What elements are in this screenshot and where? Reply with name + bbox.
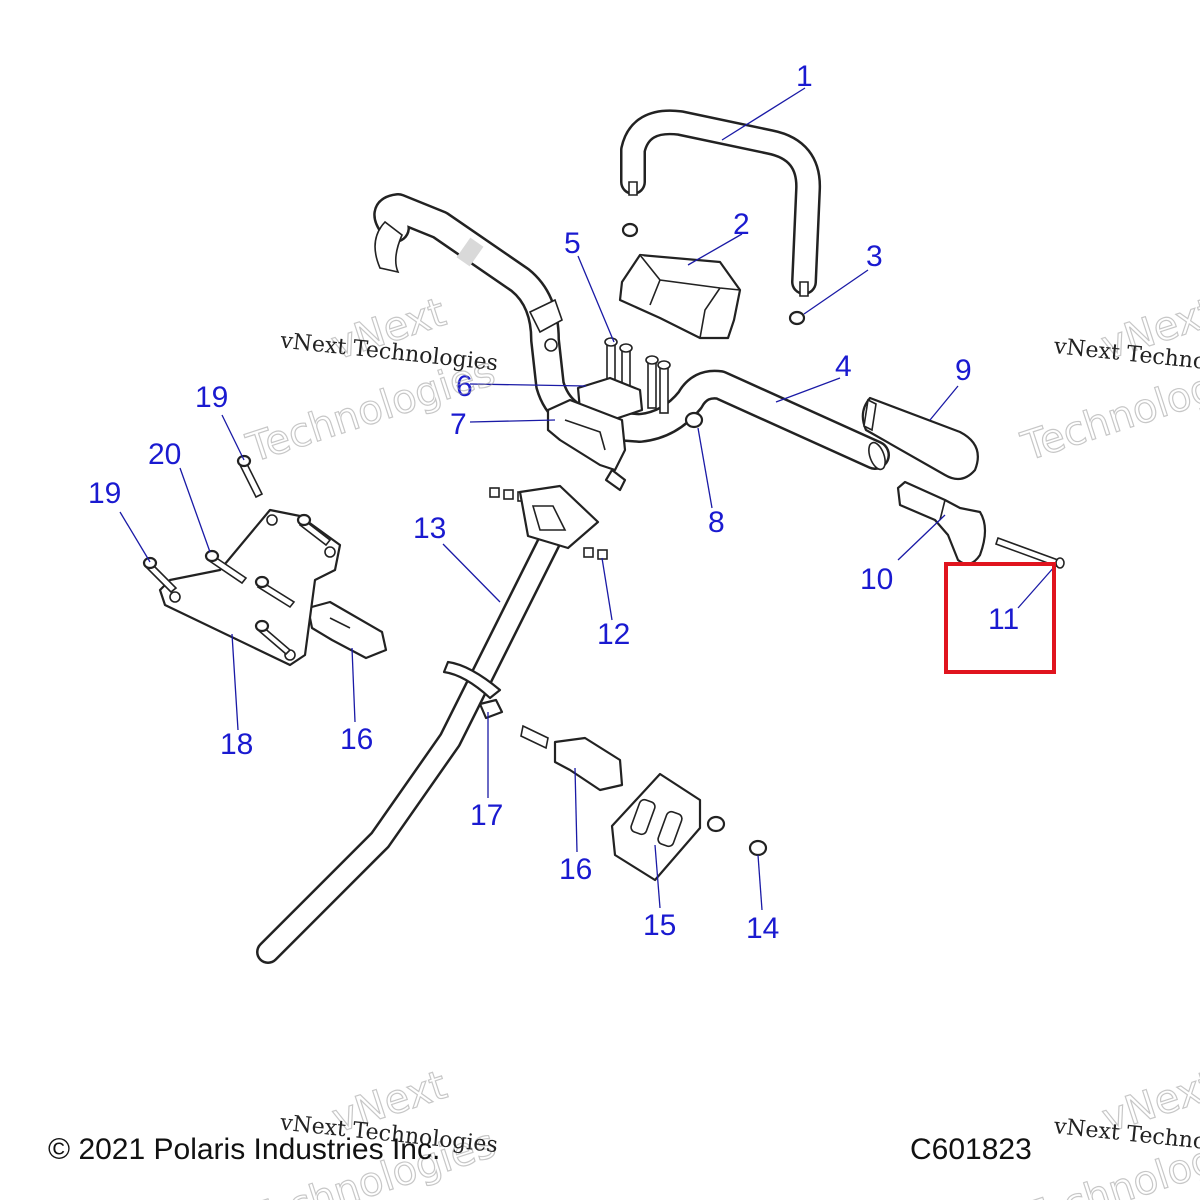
callout-1: 1 (796, 60, 813, 93)
callout-16-lower: 16 (559, 853, 592, 886)
callout-11: 11 (988, 603, 1019, 636)
watermark-bottom-right: vNext Technologies vNext Technologies (1016, 1062, 1200, 1200)
callout-19-upper: 19 (195, 381, 228, 414)
callout-20: 20 (148, 438, 181, 471)
callout-3: 3 (866, 240, 883, 273)
leader-lines (119, 87, 1056, 911)
callout-14: 14 (746, 912, 779, 945)
callout-17: 17 (470, 799, 503, 832)
part-grab-handle (620, 109, 822, 297)
part-nut-14 (706, 815, 768, 857)
part-pin-11 (994, 536, 1065, 569)
part-riser-bolts (544, 337, 671, 414)
callout-9: 9 (955, 354, 972, 387)
callout-10: 10 (860, 563, 893, 596)
callout-13: 13 (413, 512, 446, 545)
watermark-right: vNext Technologies vNext Technologies (1015, 289, 1200, 471)
part-clamp-16-lower (520, 724, 624, 792)
part-throttle-housing (896, 480, 987, 566)
watermark-center: vNext Technologies vNext Technologies (240, 289, 501, 473)
part-nut-3 (788, 310, 806, 326)
callout-6: 6 (456, 370, 473, 403)
callout-16-left: 16 (340, 723, 373, 756)
callout-labels: 1 2 3 4 5 6 7 8 9 10 11 12 13 14 15 16 1… (88, 60, 1019, 945)
callout-19-lower: 19 (88, 477, 121, 510)
copyright-text: © 2021 Polaris Industries Inc. (48, 1133, 441, 1166)
part-steering-post (256, 484, 600, 964)
callout-8: 8 (708, 506, 725, 539)
callout-4: 4 (835, 350, 852, 383)
part-lower-clamp (546, 398, 627, 492)
part-bracket-bolts (142, 454, 332, 656)
part-mount-bracket (158, 508, 342, 667)
highlight-box-callout-11 (944, 562, 1056, 674)
callout-18: 18 (220, 728, 253, 761)
part-nut-upper-left (621, 222, 639, 238)
drawing-number: C601823 (910, 1133, 1032, 1166)
part-spacer-17 (478, 698, 504, 720)
callout-15: 15 (643, 909, 676, 942)
watermark-bottom-center: vNext Technologies vNext Technologies (241, 1062, 502, 1200)
part-riser-cover (618, 253, 742, 340)
part-plate-15 (610, 772, 702, 882)
part-nut-8 (684, 411, 704, 429)
part-clamp-16-left (306, 600, 388, 660)
callout-7: 7 (450, 408, 467, 441)
callout-5: 5 (564, 227, 581, 260)
callout-12: 12 (597, 618, 630, 651)
part-grip (861, 396, 979, 481)
callout-2: 2 (733, 208, 750, 241)
